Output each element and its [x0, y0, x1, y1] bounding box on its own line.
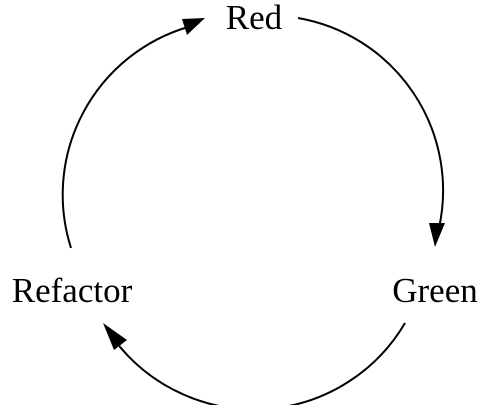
arc-refactor-to-red [61, 26, 189, 249]
arrowhead-into-red [182, 18, 205, 35]
edge-red-to-green [297, 17, 445, 247]
node-label-refactor: Refactor [12, 271, 133, 310]
node-label-red: Red [226, 0, 283, 37]
edge-refactor-to-red [61, 18, 205, 249]
arrowhead-into-refactor [103, 323, 127, 350]
arc-green-to-refactor [112, 322, 406, 405]
arc-red-to-green [297, 17, 445, 229]
node-label-green: Green [392, 271, 478, 310]
arrowhead-into-green [429, 223, 445, 247]
edge-green-to-refactor [103, 322, 406, 405]
